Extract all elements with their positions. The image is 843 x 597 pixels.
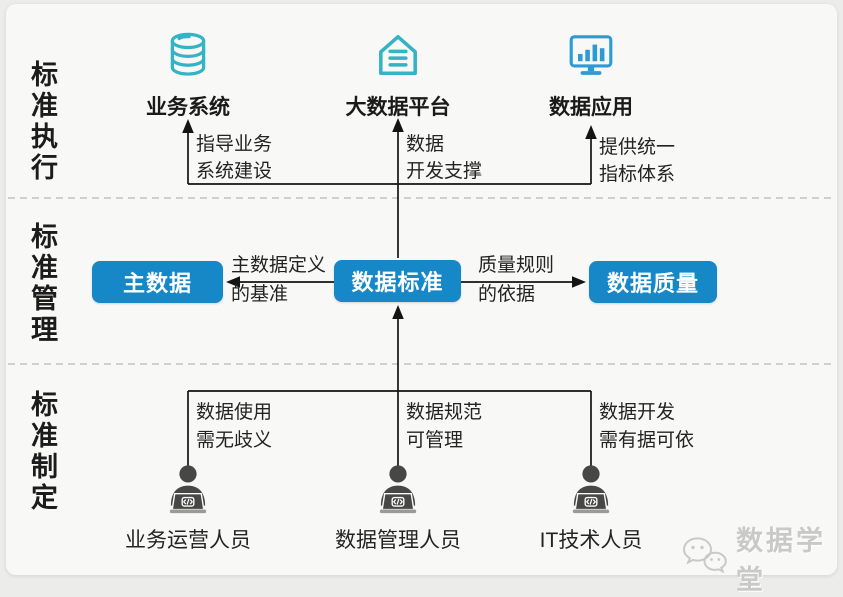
edge-label-quality-rules: 质量规则 的依据: [478, 255, 555, 305]
node-business-system: 业务系统: [108, 30, 268, 121]
watermark: 数据学堂: [682, 519, 843, 597]
node-data-application: 数据应用: [511, 30, 671, 121]
node-label: 数据应用: [549, 96, 633, 119]
node-bigdata-platform: 大数据平台: [318, 30, 478, 121]
edge-label-no-ambiguity: 数据使用 需无歧义: [196, 402, 273, 451]
edge-label-dev-evidence: 数据开发 需有据可依: [599, 402, 695, 451]
edge-label-manageable: 数据规范 可管理: [406, 402, 483, 451]
person-business-operator: 业务运营人员: [103, 462, 273, 554]
node-label: 业务系统: [146, 96, 230, 119]
database-icon: [163, 30, 213, 80]
diagram-canvas: 标准执行 标准管理 标准制定 业务系统 大数据平台: [8, 30, 836, 595]
edge-label-masterdata-basis: 主数据定义 的基准: [231, 255, 327, 305]
wechat-icon: [682, 535, 728, 582]
person-data-manager: 数据管理人员: [313, 462, 483, 554]
person-laptop-icon: [564, 462, 618, 516]
box-data-standard: 数据标准: [334, 260, 461, 302]
person-laptop-icon: [371, 462, 425, 516]
platform-house-icon: [373, 30, 423, 80]
watermark-text: 数据学堂: [736, 526, 826, 595]
edge-label-guide-business: 指导业务 系统建设: [196, 134, 273, 182]
box-data-quality: 数据质量: [589, 261, 717, 303]
monitor-chart-icon: [566, 30, 616, 80]
row-label-formulation: 标准制定: [27, 390, 57, 514]
person-label: 业务运营人员: [125, 529, 251, 552]
person-label: 数据管理人员: [335, 529, 461, 552]
edge-label-unified-metrics: 提供统一 指标体系: [599, 137, 676, 185]
person-laptop-icon: [161, 462, 215, 516]
row-label-execution: 标准执行: [27, 60, 57, 184]
edge-label-dev-support: 数据 开发支撑: [406, 134, 483, 182]
person-label: IT技术人员: [539, 529, 643, 552]
box-master-data: 主数据: [92, 261, 223, 303]
row-label-management: 标准管理: [27, 222, 57, 346]
person-it-engineer: IT技术人员: [506, 462, 676, 554]
node-label: 大数据平台: [345, 96, 451, 119]
